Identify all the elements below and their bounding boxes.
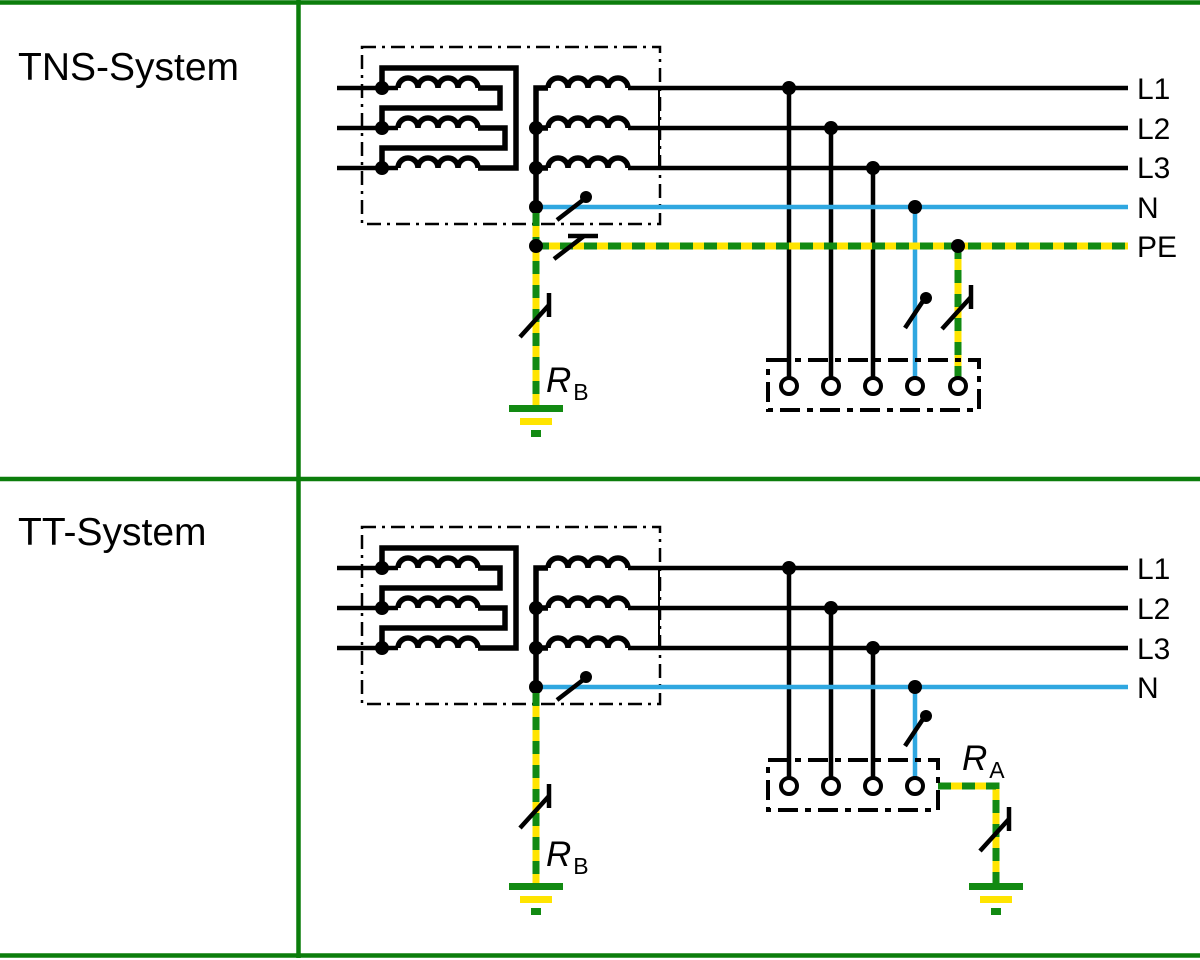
- label-n: N: [1137, 672, 1159, 705]
- transformer-and-distribution: [337, 47, 1128, 224]
- source-earth-electrode: [509, 883, 563, 915]
- terminal-l2: [821, 376, 841, 396]
- label-l3: L3: [1137, 633, 1170, 666]
- terminal-l2: [821, 776, 841, 796]
- terminal-l3: [863, 776, 883, 796]
- consumer-earth-conductor: [938, 782, 1000, 883]
- phase-drop-lines: [786, 568, 876, 778]
- consumer-earth-electrode: [969, 883, 1023, 915]
- label-pe: PE: [1137, 231, 1177, 264]
- transformer-and-distribution: [337, 527, 1128, 704]
- tt-title: TT-System: [18, 511, 207, 554]
- terminal-n: [905, 776, 925, 796]
- tap-dot-pe: [951, 239, 965, 253]
- label-n: N: [1137, 192, 1159, 225]
- label-l3: L3: [1137, 152, 1170, 185]
- consumer-enclosure: [766, 358, 981, 412]
- terminal-pe: [948, 376, 968, 396]
- neutral-drop-switch: [905, 292, 932, 328]
- label-l1: L1: [1137, 553, 1170, 586]
- source-earth-resistance-label: RB: [546, 361, 589, 405]
- neutral-drop-switch: [905, 710, 932, 746]
- source-earth-resistance-label: RB: [546, 835, 589, 879]
- terminal-l3: [863, 376, 883, 396]
- pe-junction-dot: [529, 239, 543, 253]
- label-l2: L2: [1137, 593, 1170, 626]
- tns-title: TNS-System: [18, 46, 239, 89]
- tns-panel: TNS-System RB L1 L2 L3 N PE: [18, 46, 1177, 437]
- consumer-earth-base: [938, 782, 1000, 883]
- tt-panel: TT-System RB RA L1 L2 L3 N: [18, 511, 1170, 915]
- consumer-earth-resistance-label: RA: [962, 739, 1005, 783]
- terminal-l1: [779, 776, 799, 796]
- consumer-enclosure: [766, 758, 940, 812]
- terminal-l1: [779, 376, 799, 396]
- label-l1: L1: [1137, 73, 1170, 106]
- source-earth-electrode: [509, 405, 563, 437]
- terminal-n: [905, 376, 925, 396]
- label-l2: L2: [1137, 113, 1170, 146]
